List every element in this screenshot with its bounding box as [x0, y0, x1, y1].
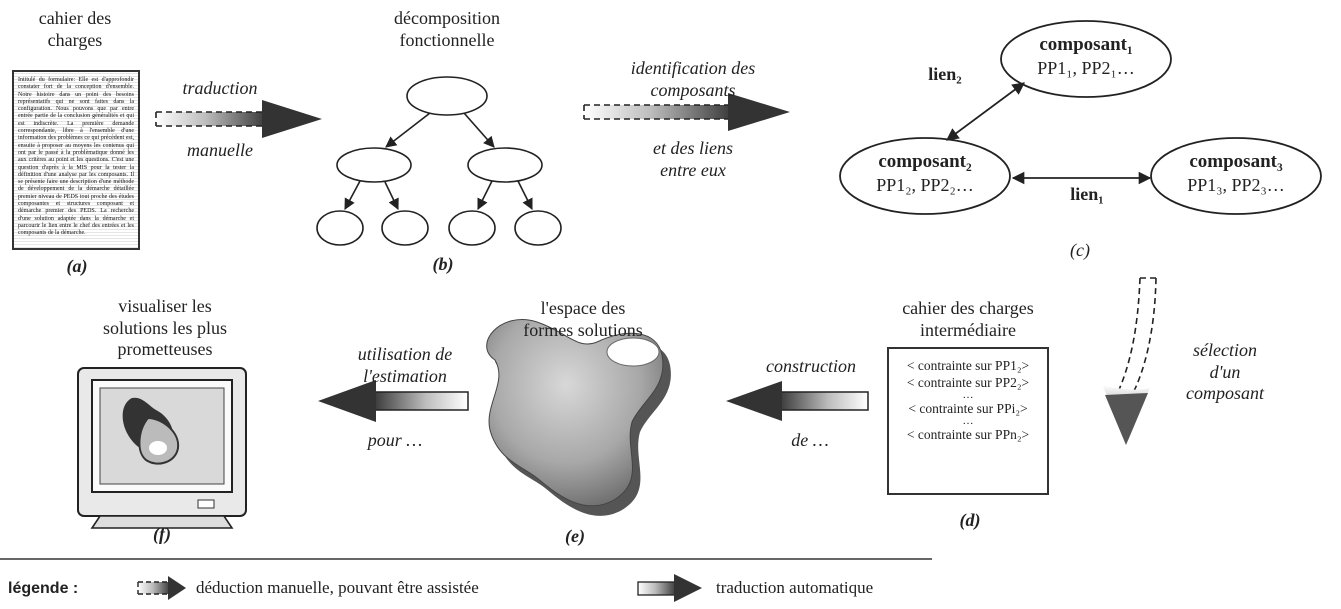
solution-space-shape [486, 319, 671, 516]
legend-manual-text: déduction manuelle, pouvant être assisté… [196, 578, 479, 597]
spec-row-1: < contrainte sur PP1₂> [906, 358, 1030, 373]
label-f: (f) [153, 524, 171, 544]
tree-node-left [336, 147, 412, 183]
arrow-de-bottom-text: de … [791, 430, 829, 450]
legend-auto-arrow-icon [637, 574, 702, 602]
component-2: composant₂ PP1₂, PP2₂… [855, 150, 995, 196]
spec-row-i: < contrainte sur PPi₂> [908, 401, 1028, 416]
document-page: Intitulé du formulaire: Elle est d'appro… [12, 70, 140, 250]
spec-row-dots-2: … [962, 415, 974, 427]
component-3-name: composant₃ [1189, 151, 1283, 172]
space-title: l'espace des formes solutions [523, 298, 643, 340]
component-2-pp: PP1₂, PP2₂… [876, 174, 974, 195]
link-2-line [945, 82, 1026, 141]
arrow-selection [1102, 277, 1157, 445]
arrow-ef-bottom-text: pour … [367, 430, 423, 450]
component-3-pp: PP1₃, PP2₃… [1187, 174, 1285, 195]
decomposition-title: décomposition fonctionnelle [394, 8, 500, 50]
tree-leaf-2 [381, 210, 429, 246]
component-1: composant₁ PP1₁, PP2₁… [1016, 33, 1156, 79]
tree-leaf-3 [448, 210, 496, 246]
arrow-de-top-text: construction [766, 356, 856, 376]
document-title: cahier des charges [38, 8, 112, 50]
label-c: (c) [1070, 240, 1090, 260]
arrow-bc-bottom-text: et des liens entre eux [653, 138, 733, 180]
label-e: (e) [565, 526, 585, 546]
label-a: (a) [66, 256, 88, 276]
tree-root-node [406, 76, 488, 116]
visual-title: visualiser les solutions les plus promet… [102, 296, 227, 360]
legend-auto-text: traduction automatique [716, 578, 874, 597]
component-1-name: composant₁ [1039, 34, 1133, 55]
spec-box: < contrainte sur PP1₂> < contrainte sur … [887, 347, 1049, 495]
component-links [945, 82, 1152, 185]
component-graph [839, 20, 1322, 215]
arrow-auto-de [726, 381, 869, 421]
arrow-manual-bc [583, 93, 790, 131]
label-d: (d) [959, 510, 981, 530]
spec-row-dots-1: … [962, 389, 974, 401]
component-3: composant₃ PP1₃, PP2₃… [1166, 150, 1306, 196]
arrow-auto-ef [318, 380, 469, 422]
tree-leaf-4 [514, 210, 562, 246]
label-b: (b) [432, 254, 454, 274]
link-1-label: lien₁ [1070, 184, 1104, 204]
selection-text: sélection d'un composant [1186, 340, 1264, 404]
component-2-ellipse [839, 137, 1011, 215]
tree-edges [344, 112, 533, 211]
legend-label: légende : [8, 580, 79, 597]
arrow-manual-ab [155, 100, 322, 138]
arrow-ab-top-text: traduction [182, 78, 258, 98]
decomposition-tree [316, 76, 562, 246]
document-body-text: Intitulé du formulaire: Elle est d'appro… [18, 77, 134, 237]
spec-row-2: < contrainte sur PP2₂> [906, 375, 1030, 390]
component-2-name: composant₂ [878, 151, 972, 172]
tree-leaf-1 [316, 210, 364, 246]
arrow-ab-bottom-text: manuelle [187, 140, 253, 160]
component-1-ellipse [1000, 20, 1172, 98]
monitor-drawing [77, 367, 247, 529]
arrow-ef-top-text: utilisation de l'estimation [357, 344, 453, 386]
link-2-label: lien₂ [928, 64, 962, 84]
spec-row-n: < contrainte sur PPn₂> [906, 427, 1030, 442]
arrow-bc-top-text: identification des composants [630, 58, 756, 100]
legend-manual-arrow-icon [137, 576, 186, 600]
spec-title: cahier des charges intermédiaire [902, 298, 1034, 340]
component-1-pp: PP1₁, PP2₁… [1037, 57, 1135, 78]
tree-node-right [467, 147, 543, 183]
